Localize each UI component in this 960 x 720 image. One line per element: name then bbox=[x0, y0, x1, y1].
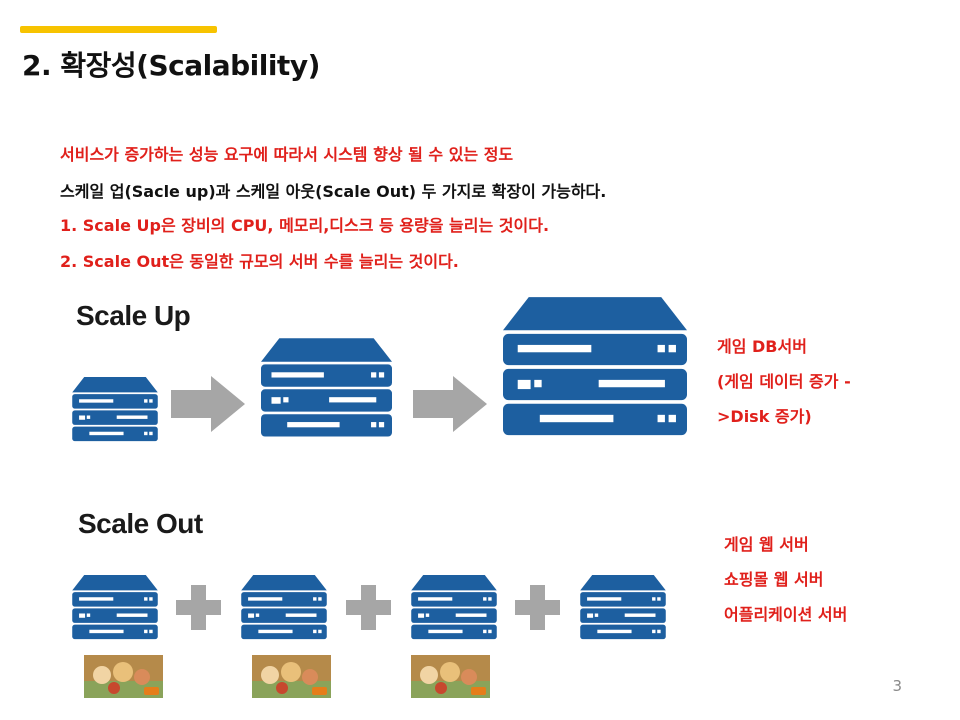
game-thumbnail bbox=[252, 655, 331, 698]
plus-icon bbox=[515, 585, 560, 630]
scale-up-note-line: >Disk 증가) bbox=[717, 407, 812, 426]
slide-title: 2. 확장성(Scalability) bbox=[22, 49, 320, 82]
server-icon bbox=[261, 338, 392, 437]
scale-out-label: Scale Out bbox=[78, 508, 203, 539]
definition-line: 서비스가 증가하는 성능 요구에 따라서 시스템 향상 될 수 있는 정도 bbox=[60, 145, 514, 164]
server-icon bbox=[503, 297, 687, 436]
scale-out-note-line: 쇼핑몰 웹 서버 bbox=[724, 570, 824, 589]
scale-up-note-line: (게임 데이터 증가 - bbox=[717, 372, 851, 391]
server-icon bbox=[411, 575, 497, 640]
plus-icon bbox=[176, 585, 221, 630]
scale-up-note-line: 게임 DB서버 bbox=[717, 337, 807, 356]
server-icon bbox=[72, 575, 158, 640]
scale-up-label: Scale Up bbox=[76, 300, 191, 331]
plus-icon bbox=[346, 585, 391, 630]
server-icon bbox=[580, 575, 666, 640]
scale-up-note: 게임 DB서버 (게임 데이터 증가 - >Disk 증가) bbox=[717, 329, 851, 434]
game-thumbnail bbox=[84, 655, 163, 698]
arrow-right-icon bbox=[413, 376, 487, 432]
page-number: 3 bbox=[892, 677, 902, 695]
scale-out-note-line: 어플리케이션 서버 bbox=[724, 605, 848, 624]
game-thumbnail bbox=[411, 655, 490, 698]
types-line: 스케일 업(Sacle up)과 스케일 아웃(Scale Out) 두 가지로… bbox=[60, 182, 607, 201]
scale-out-line: 2. Scale Out은 동일한 규모의 서버 수를 늘리는 것이다. bbox=[60, 252, 459, 271]
scale-out-note: 게임 웹 서버 쇼핑몰 웹 서버 어플리케이션 서버 bbox=[724, 527, 847, 632]
server-icon bbox=[241, 575, 327, 640]
title-accent-bar bbox=[20, 26, 217, 33]
scale-out-note-line: 게임 웹 서버 bbox=[724, 535, 809, 554]
arrow-right-icon bbox=[171, 376, 245, 432]
server-icon bbox=[72, 377, 158, 442]
scale-up-line: 1. Scale Up은 장비의 CPU, 메모리,디스크 등 용량을 늘리는 … bbox=[60, 216, 550, 235]
